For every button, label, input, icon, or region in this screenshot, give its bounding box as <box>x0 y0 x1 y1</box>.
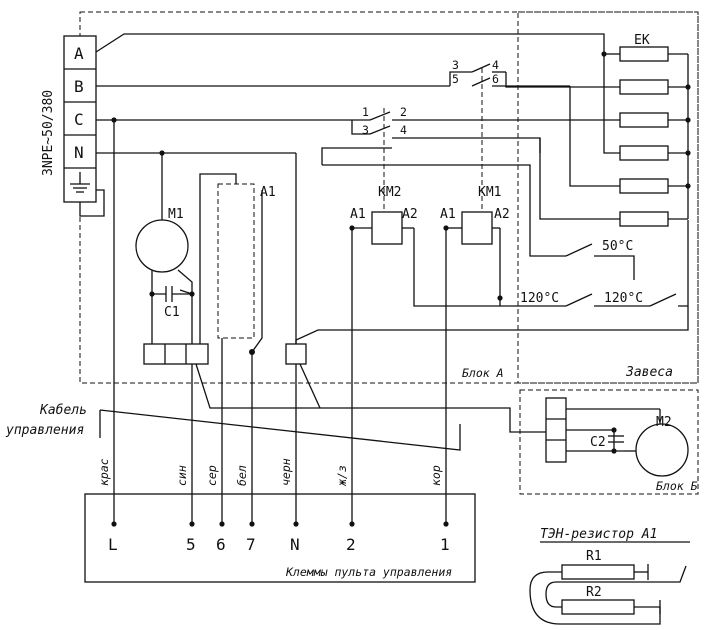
console-terminal-box <box>84 493 476 583</box>
wire-color-black: черн <box>279 458 293 486</box>
motor-m1-label: М1 <box>168 207 184 222</box>
block-a-label: Блок А <box>462 366 504 380</box>
console-terminal-n: N <box>290 535 300 554</box>
km2-pin-1: 1 <box>362 105 369 119</box>
console-terminal-6: 6 <box>216 535 226 554</box>
heater-label: ЕК <box>634 33 650 48</box>
wire-color-grey: сер <box>205 465 219 486</box>
motor-m1-icon <box>135 219 189 273</box>
legend-resistor <box>529 541 690 625</box>
km1-a2-label: А2 <box>494 207 510 222</box>
km1-pin-4: 4 <box>492 58 499 72</box>
motor-terminal-block <box>143 343 209 365</box>
block-outlines <box>79 11 699 583</box>
console-label: Клеммы пульта управления <box>285 565 452 579</box>
cap-c1-label: С1 <box>164 305 180 320</box>
km2-pin-3: 3 <box>362 123 369 137</box>
legend-r1: R1 <box>586 549 602 564</box>
km1-pin-5: 5 <box>452 72 459 86</box>
km1-coil <box>446 211 501 298</box>
console-terminal-l: L <box>108 535 118 554</box>
supply-voltage-label: 3NPE~50/380 <box>41 90 56 176</box>
terminal-n: N <box>74 143 84 162</box>
terminal-b: B <box>74 77 84 96</box>
km1-a1-label: А1 <box>440 207 456 222</box>
km2-pin-4: 4 <box>400 123 407 137</box>
km2-a2-label: А2 <box>402 207 418 222</box>
km2-pin-2: 2 <box>400 105 407 119</box>
supply-terminal-block <box>63 35 105 217</box>
console-terminal-7: 7 <box>246 535 256 554</box>
phase-wires <box>95 33 620 154</box>
km1-contacts <box>449 63 620 210</box>
cap-c2-label: С2 <box>590 435 606 450</box>
km1-pin-3: 3 <box>452 58 459 72</box>
legend-title: ТЭН-резистор А1 <box>540 527 657 542</box>
cable-label-1: Кабель <box>39 403 87 418</box>
cable-label-2: управления <box>5 423 84 438</box>
motor-m2-label: М2 <box>656 415 672 430</box>
console-terminal-1: 1 <box>440 535 450 554</box>
wire-color-blue: син <box>175 465 189 486</box>
wire-color-brown: кор <box>429 465 443 486</box>
km1-pin-6: 6 <box>492 72 499 86</box>
curtain-outline <box>517 11 699 384</box>
km2-contacts <box>351 108 620 220</box>
heater-bank <box>619 46 691 227</box>
resistor-block-a1 <box>199 173 263 353</box>
block-b-label: Блок Б <box>656 479 698 493</box>
wire-color-yellow-green: ж/з <box>335 465 349 487</box>
terminal-a: A <box>74 44 84 63</box>
legend-r2: R2 <box>586 585 602 600</box>
wire-color-red: крас <box>97 458 111 486</box>
block-b-outline <box>519 389 699 495</box>
console-wires <box>99 120 546 524</box>
km2-label: КМ2 <box>378 185 401 200</box>
block-b <box>545 397 689 477</box>
thermostat-50: 50°С <box>602 239 633 254</box>
km2-a1-label: А1 <box>350 207 366 222</box>
console-terminal-2: 2 <box>346 535 356 554</box>
km2-coil <box>352 211 501 307</box>
resistor-a1-label: А1 <box>260 185 276 200</box>
curtain-label: Завеса <box>625 365 673 380</box>
console-terminal-5: 5 <box>186 535 196 554</box>
km1-label: КМ1 <box>478 185 501 200</box>
terminal-c: C <box>74 110 84 129</box>
thermostat-120-a: 120°С <box>520 291 559 306</box>
motor-m2-icon <box>635 423 689 477</box>
thermostat-120-b: 120°С <box>604 291 643 306</box>
n-terminal-cell <box>285 343 307 365</box>
wire-color-white: бел <box>235 465 249 486</box>
